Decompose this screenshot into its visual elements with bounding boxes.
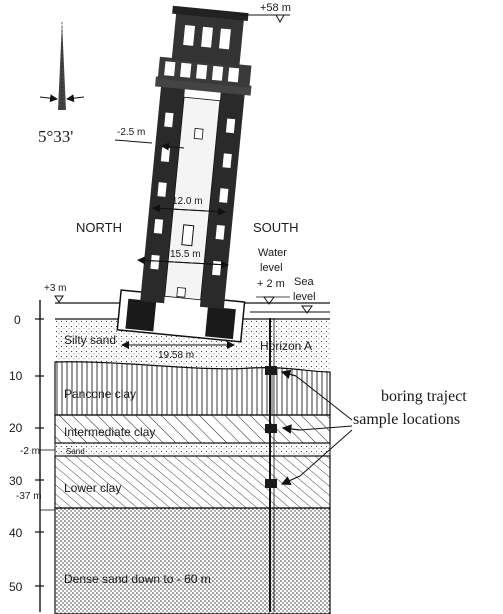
- depth-tick-0: 0: [14, 313, 21, 327]
- water-label-1: Water: [258, 247, 287, 259]
- soil-profile: [54, 302, 331, 614]
- annotation-samples: sample locations: [353, 411, 460, 428]
- tilt-angle: 5°33': [38, 127, 73, 146]
- dim-inner: 12.0 m: [172, 196, 203, 207]
- depth-tick-40: 40: [9, 526, 23, 540]
- label-lower-clay: Lower clay: [64, 481, 121, 495]
- sample-3: [265, 479, 277, 488]
- dim-offset: -2.5 m: [117, 127, 145, 138]
- label-sand: Sand: [66, 447, 85, 456]
- ground-elevation: +3 m: [44, 283, 67, 303]
- depth-tick-20: 20: [9, 421, 23, 435]
- water-level: Water level + 2 m: [256, 247, 290, 305]
- sample-1: [265, 366, 277, 375]
- sea-label-2: level: [293, 291, 316, 303]
- depth-tick-30: 30: [9, 474, 23, 488]
- layer-sand: [54, 442, 331, 457]
- dim-outer: 15.5 m: [170, 249, 201, 260]
- top-elevation: +58 m: [240, 2, 291, 24]
- water-label-3: + 2 m: [257, 278, 285, 290]
- leaning-tower: [116, 5, 252, 343]
- marker-minus-2m: -2 m: [20, 446, 40, 457]
- elevation-top: +58 m: [260, 2, 291, 14]
- boring-traject: [265, 318, 353, 612]
- label-intermediate-clay: Intermediate clay: [64, 425, 155, 439]
- sea-level: Sea level: [293, 276, 316, 314]
- tower-dimensions: -2.5 m 12.0 m 15.5 m 19.58 m: [114, 127, 235, 361]
- annotation-boring: boring traject: [381, 388, 467, 405]
- label-pancone-clay: Pancone clay: [64, 387, 136, 401]
- sea-label-1: Sea: [294, 276, 314, 288]
- layer-pancone-clay: [54, 361, 331, 416]
- depth-axis: 0 10 20 30 40 50 -2 m -37 m: [9, 300, 55, 612]
- label-horizon-a: Horizon A: [260, 339, 312, 353]
- elevation-ground: +3 m: [44, 283, 67, 294]
- label-silty-sand: Silty sand: [64, 333, 116, 347]
- label-north: NORTH: [76, 220, 122, 235]
- dim-foundation: 19.58 m: [158, 350, 194, 361]
- marker-minus-37m: -37 m: [16, 491, 42, 502]
- label-dense-sand: Dense sand down to - 60 m: [64, 572, 211, 586]
- sample-2: [265, 424, 277, 433]
- label-south: SOUTH: [253, 220, 299, 235]
- layer-dense-sand: [54, 507, 331, 614]
- depth-tick-10: 10: [9, 369, 23, 383]
- tilt-indicator: 5°33': [38, 22, 85, 146]
- water-label-2: level: [260, 262, 283, 274]
- tower-core: [164, 96, 221, 301]
- depth-tick-50: 50: [9, 580, 23, 594]
